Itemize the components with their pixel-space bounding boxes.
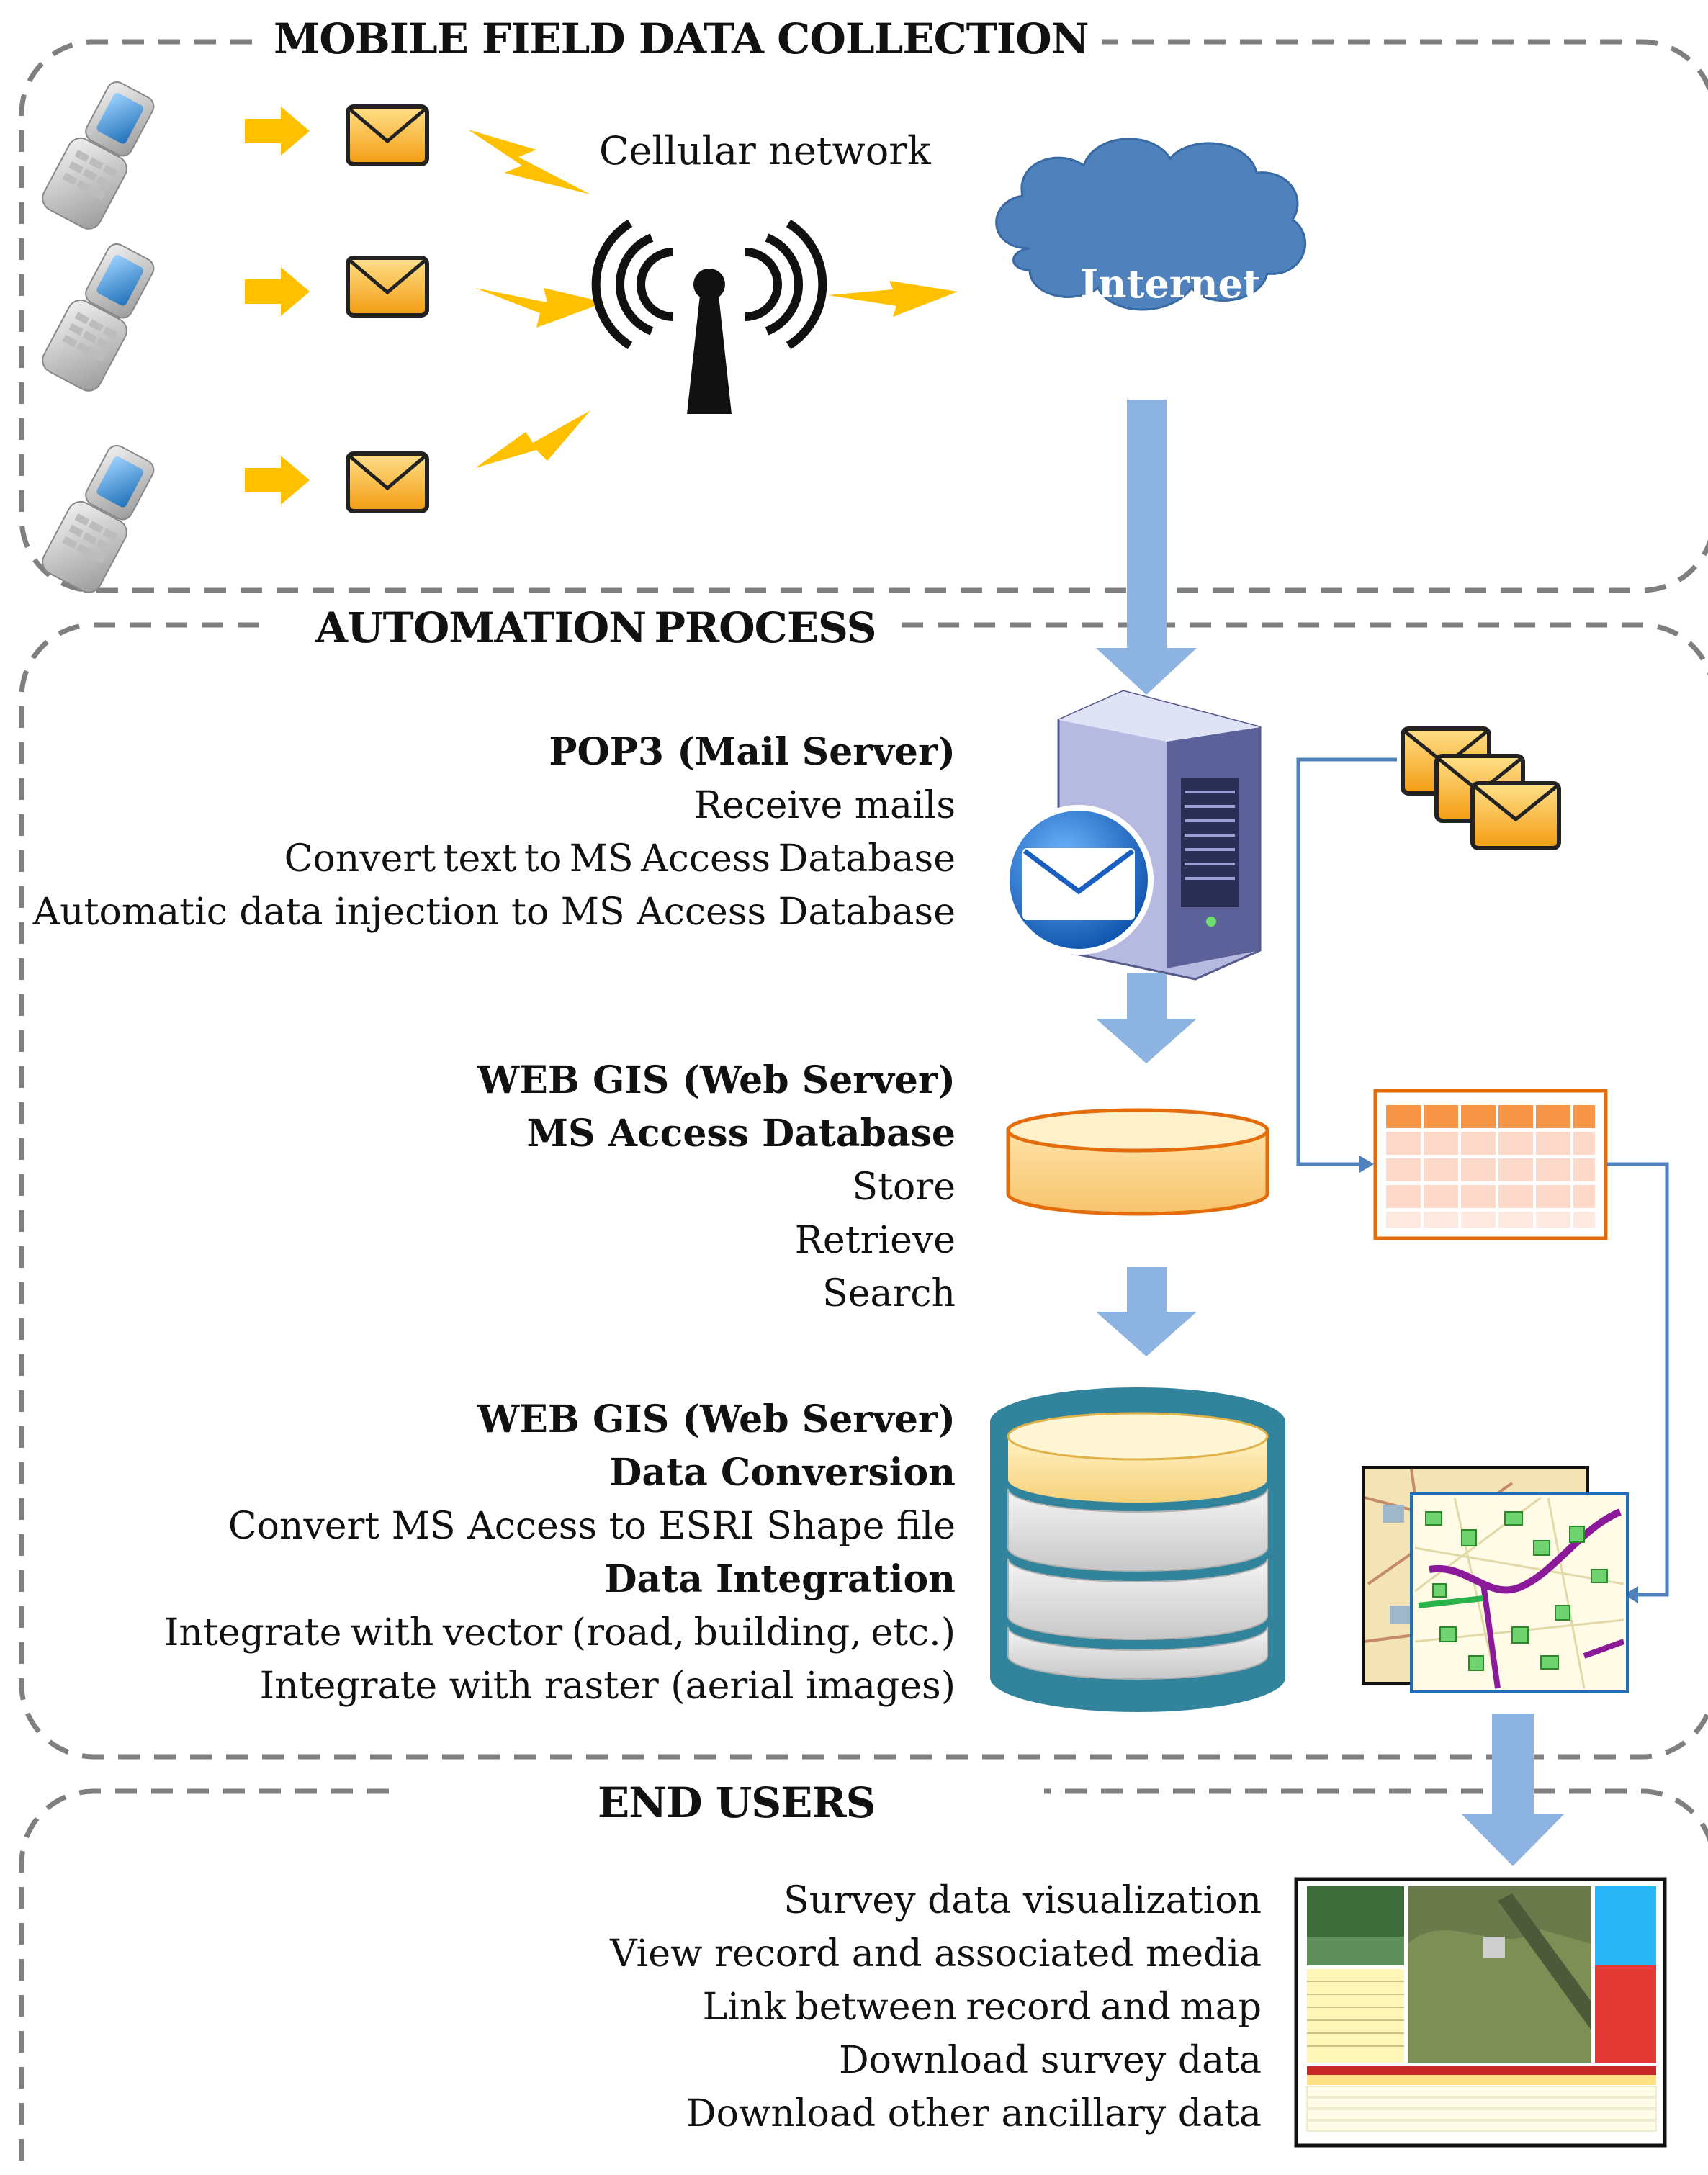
- end-users-line: Link between record and map: [702, 1986, 1262, 2029]
- lightning-icon: [475, 288, 605, 328]
- arrow-right-icon: [245, 107, 310, 156]
- end-users-line: Download survey data: [838, 2039, 1262, 2082]
- gis-database-icon: [990, 1387, 1285, 1712]
- end-users-line: Survey data visualization: [783, 1879, 1262, 1922]
- data-conversion-heading: Data Conversion: [609, 1451, 956, 1495]
- arrow-down-icon: [1096, 973, 1197, 1063]
- internet-label: Internet: [1080, 261, 1261, 307]
- webgis-db-line: Search: [822, 1272, 956, 1315]
- webgis-db-line: Retrieve: [794, 1219, 956, 1262]
- database-cylinder-icon: [1006, 1108, 1269, 1216]
- section-title-end-users: END USERS: [585, 1778, 889, 1827]
- section-title-automation: AUTOMATION PROCESS: [302, 603, 889, 652]
- arrow-down-icon: [1096, 400, 1197, 695]
- arrow-down-icon: [1096, 1267, 1197, 1356]
- webgis-db-title: WEB GIS (Web Server): [477, 1058, 956, 1102]
- pop3-line: Convert text to MS Access Database: [284, 837, 956, 881]
- lightning-icon: [475, 410, 590, 468]
- pop3-line: Automatic data injection to MS Access Da…: [32, 891, 956, 934]
- map-layers-icon: [1362, 1466, 1629, 1693]
- envelopes-stack-icon: [1401, 726, 1561, 850]
- webgis-db-subtitle: MS Access Database: [526, 1112, 956, 1156]
- cellular-network-label: Cellular network: [599, 128, 931, 174]
- antenna-icon: [591, 219, 827, 350]
- end-users-line: Download other ancillary data: [686, 2092, 1262, 2135]
- envelope-icon: [346, 256, 429, 318]
- section-border-end-users: [19, 1788, 1708, 2175]
- connector-line: [1607, 1162, 1669, 1597]
- phone-icon: [42, 243, 155, 392]
- arrow-right-icon: [245, 267, 310, 316]
- webgis-db-line: Store: [852, 1166, 956, 1209]
- webgis-app-screenshot: [1294, 1877, 1667, 2148]
- section-border-mobile: [19, 39, 1708, 593]
- webgis-conversion-title: WEB GIS (Web Server): [477, 1397, 956, 1441]
- pop3-text-block: POP3 (Mail Server) Receive mails Convert…: [33, 726, 956, 939]
- section-title-mobile: MOBILE FIELD DATA COLLECTION: [261, 14, 1102, 63]
- end-users-text-block: Survey data visualization View record an…: [610, 1874, 1262, 2140]
- pop3-title: POP3 (Mail Server): [549, 730, 956, 774]
- connector-arrowhead: [1359, 1156, 1374, 1173]
- pop3-line: Receive mails: [693, 784, 956, 827]
- connector-arrowhead: [1624, 1586, 1638, 1603]
- cloud-icon: [995, 138, 1306, 311]
- webgis-conversion-text-block: WEB GIS (Web Server) Data Conversion Con…: [164, 1393, 956, 1713]
- arrow-down-icon: [1462, 1714, 1564, 1866]
- webgis-db-text-block: WEB GIS (Web Server) MS Access Database …: [477, 1054, 956, 1320]
- phone-icon: [42, 445, 155, 593]
- phone-icon: [42, 81, 155, 230]
- data-integration-line: Integrate with vector (road, building, e…: [163, 1611, 956, 1654]
- table-icon: [1373, 1089, 1608, 1240]
- lightning-icon: [468, 130, 590, 194]
- data-conversion-line: Convert MS Access to ESRI Shape file: [228, 1505, 956, 1548]
- connector-line: [1296, 757, 1397, 1166]
- end-users-line: View record and associated media: [609, 1932, 1262, 1976]
- data-integration-line: Integrate with raster (aerial images): [259, 1665, 956, 1708]
- mail-server-icon: [1004, 690, 1262, 981]
- data-integration-heading: Data Integration: [604, 1557, 956, 1601]
- lightning-icon: [828, 281, 958, 317]
- arrow-right-icon: [245, 456, 310, 505]
- envelope-icon: [346, 451, 429, 513]
- envelope-icon: [346, 104, 429, 166]
